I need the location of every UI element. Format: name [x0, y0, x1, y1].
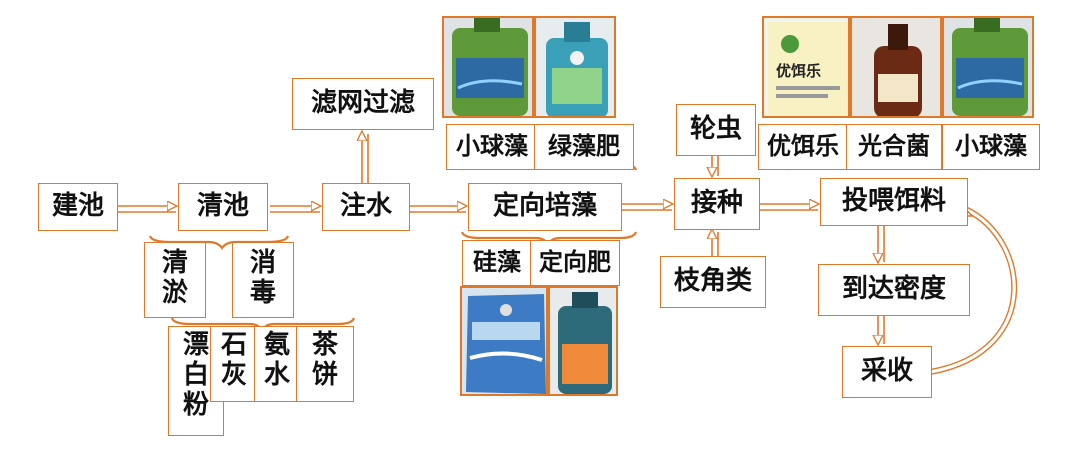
disinfectant-tea-cake: 茶 饼	[296, 326, 354, 402]
arrow-cladocera-to-inoculate	[712, 230, 718, 256]
algae-input-green-fertilizer: 绿藻肥	[534, 124, 634, 170]
node-reach-density: 到达密度	[818, 264, 970, 316]
node-directed-algae: 定向培藻	[468, 183, 622, 231]
clean-method-desilt: 清 淤	[144, 242, 206, 318]
disinfectant-lime: 石 灰	[210, 326, 258, 402]
clean-method-disinfect: 消 毒	[232, 242, 294, 318]
bacteria-bottle-photo	[850, 16, 942, 118]
disinfectant-tea-cake-char-1: 茶	[312, 331, 338, 361]
arrow-feed-to-density	[878, 226, 884, 262]
algae-input-chlorella: 小球藻	[446, 124, 538, 170]
disinfectant-ammonia-char-1: 氨	[264, 331, 290, 361]
disinfectant-bleach-char-2: 白	[183, 361, 209, 391]
node-add-water: 注水	[322, 183, 410, 231]
disinfectant-ammonia-char-2: 水	[264, 361, 290, 391]
feed-input-youerle: 优饵乐	[758, 124, 848, 170]
clean-method-disinfect-char-2: 毒	[250, 279, 276, 309]
arrow-rotifer-to-inoculate	[712, 156, 718, 176]
disinfectant-bleach-char-3: 粉	[183, 391, 209, 421]
node-rotifer: 轮虫	[676, 104, 756, 156]
disinfectant-ammonia: 氨 水	[254, 326, 300, 402]
arrow-water-to-filter	[362, 132, 368, 188]
disinfectant-bleach-char-1: 漂	[183, 331, 209, 361]
arrow-clean-to-water	[270, 206, 320, 212]
algae-input-diatom: 硅藻	[462, 240, 532, 286]
feed-input-chlorella: 小球藻	[942, 124, 1040, 170]
feed-input-photosynthetic-bacteria: 光合菌	[846, 124, 942, 170]
svg-text:优饵乐: 优饵乐	[776, 62, 821, 80]
clean-method-disinfect-char-1: 消	[250, 249, 276, 279]
arrow-build-to-clean	[118, 206, 176, 212]
clean-method-desilt-char-2: 淤	[162, 279, 188, 309]
disinfectant-lime-char-2: 灰	[221, 361, 247, 391]
disinfectant-tea-cake-char-2: 饼	[312, 361, 338, 391]
algae-bottle-photo	[442, 16, 534, 118]
arrow-algae-to-inoculate	[622, 204, 672, 210]
arrow-water-to-algae	[410, 206, 466, 212]
node-build-pond: 建池	[38, 183, 118, 231]
node-cladocera: 枝角类	[660, 256, 766, 308]
clean-method-desilt-char-1: 清	[162, 249, 188, 279]
feed-bag-photo: 优饵乐	[762, 16, 850, 118]
diatom-bag-photo	[460, 286, 548, 396]
node-harvest: 采收	[842, 346, 932, 398]
node-filter-net: 滤网过滤	[292, 78, 434, 130]
directed-fertilizer-bottle-photo	[548, 286, 618, 396]
algae-input-directed-fertilizer: 定向肥	[530, 240, 620, 286]
node-clean-pond: 清池	[178, 183, 268, 231]
arrow-density-to-harvest	[878, 316, 884, 344]
arrow-inoculate-to-feed	[760, 204, 818, 210]
chlorella-bottle-photo	[942, 16, 1034, 118]
fertilizer-bottle-photo	[534, 16, 616, 118]
node-inoculate: 接种	[674, 178, 760, 230]
disinfectant-lime-char-1: 石	[221, 331, 247, 361]
node-feed: 投喂饵料	[820, 178, 968, 226]
